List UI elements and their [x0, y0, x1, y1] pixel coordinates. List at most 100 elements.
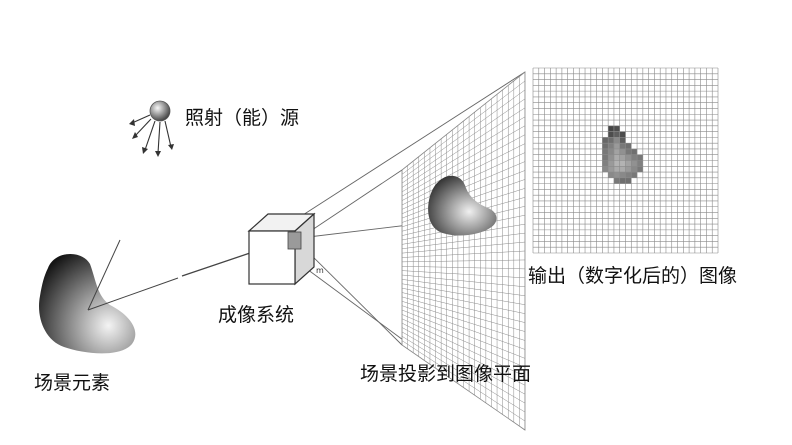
digitized-pixel: [602, 148, 609, 155]
plane-grid-line: [402, 279, 525, 296]
digitized-pixel: [619, 177, 626, 184]
digitized-pixel: [619, 160, 626, 167]
plane-grid-line: [402, 283, 525, 305]
digitized-pixel: [619, 143, 626, 149]
digitized-pixel: [631, 148, 638, 155]
digitized-pixel: [619, 131, 626, 138]
plane-grid-line: [402, 143, 525, 206]
digitized-pixel: [625, 148, 632, 155]
plane-grid-line: [402, 296, 525, 332]
digitized-pixel: [608, 160, 614, 167]
lens-mark: m: [316, 266, 324, 275]
plane-grid-line: [402, 309, 525, 359]
digitized-pixel: [613, 177, 620, 184]
digitized-pixel: [625, 160, 632, 167]
digitized-pixel: [613, 143, 620, 149]
digitized-pixel: [619, 166, 626, 173]
digitized-pixel: [613, 131, 620, 138]
digitized-pixel: [608, 125, 614, 132]
digitized-pixel: [608, 148, 614, 155]
reflected-ray: [87, 239, 251, 311]
plane-grid-line: [402, 314, 525, 368]
plane-grid-line: [402, 250, 525, 258]
digitized-pixel: [602, 137, 609, 144]
plane-grid-line: [402, 241, 525, 254]
plane-grid-line: [402, 322, 525, 386]
digitized-pixel: [625, 172, 632, 178]
projection-image-plane: [401, 71, 526, 431]
plane-grid-line: [402, 116, 525, 193]
digitized-pixel: [625, 154, 632, 161]
plane-grid-line: [402, 287, 525, 314]
digitized-pixel: [619, 137, 626, 144]
digitized-pixel: [613, 166, 620, 173]
digitized-pixel: [608, 166, 614, 173]
plane-grid-line: [402, 331, 525, 404]
plane-grid-line: [402, 274, 525, 288]
ray-arrowheads: [129, 119, 174, 157]
plane-grid-line: [402, 266, 525, 270]
digitized-pixel: [631, 160, 638, 167]
scene-element-label: 场景元素: [34, 372, 110, 394]
digitized-pixel: [613, 160, 620, 167]
image-plane-label: 场景投影到图像平面: [360, 363, 531, 385]
illumination-source-label: 照射（能）源: [185, 107, 299, 129]
plane-grid-line: [402, 125, 525, 197]
projected-object-shape: [428, 175, 497, 236]
plane-grid-line: [402, 259, 525, 263]
digitized-pixel: [602, 166, 609, 173]
digitized-pixel: [613, 154, 620, 161]
digitized-pixel: [619, 154, 626, 161]
digitized-pixel: [619, 172, 626, 178]
plane-grid-line: [402, 327, 525, 395]
digitized-pixel: [602, 143, 609, 149]
plane-grid-line: [402, 318, 525, 377]
digitized-pixel: [613, 125, 620, 132]
digitized-pixel: [637, 160, 643, 167]
scene-element-shape: [39, 253, 136, 354]
plane-grid-line: [402, 292, 525, 323]
digitized-pixel: [625, 166, 632, 173]
plane-grid-line: [402, 152, 525, 210]
sun-icon: [149, 100, 171, 122]
digitized-pixel: [631, 172, 638, 178]
illumination-source: [129, 100, 174, 157]
plane-grid-line: [402, 340, 525, 422]
plane-grid-line: [402, 301, 525, 341]
plane-grid-line: [402, 305, 525, 350]
output-image-label: 输出（数字化后的）图像: [528, 265, 737, 287]
digitized-pixel: [613, 137, 620, 144]
output-digital-image-grid: [532, 67, 719, 254]
digitized-pixel: [608, 137, 614, 144]
imaging-system-camera: m: [247, 212, 324, 286]
plane-grid-line: [402, 80, 525, 175]
plane-grid-line: [402, 89, 525, 179]
digitized-pixel: [608, 154, 614, 161]
digitized-pixel: [613, 148, 620, 155]
digitized-pixel: [608, 131, 614, 138]
digitized-pixel: [602, 160, 609, 167]
light-rays: [131, 114, 172, 154]
digitized-pixel: [637, 166, 643, 173]
digitized-pixel: [625, 143, 632, 149]
digitized-pixel: [625, 177, 632, 184]
plane-grid-line: [402, 107, 525, 188]
digitized-pixel: [613, 172, 620, 178]
digitized-pixel: [608, 143, 614, 149]
digitized-pixel: [602, 154, 609, 161]
plane-grid-line: [402, 232, 525, 249]
plane-grid-line: [402, 98, 525, 184]
plane-grid-line: [402, 72, 525, 171]
lens-icon: [287, 231, 302, 250]
plane-grid-line: [402, 336, 525, 413]
digitized-pixel: [619, 148, 626, 155]
plane-grid-line: [402, 134, 525, 201]
digitized-pixel: [608, 172, 614, 178]
digitized-pixel: [631, 166, 638, 173]
plane-grid-line: [402, 270, 525, 279]
digitized-pixel: [637, 154, 643, 161]
digitized-pixel: [631, 154, 638, 161]
imaging-system-label: 成像系统: [218, 304, 294, 326]
